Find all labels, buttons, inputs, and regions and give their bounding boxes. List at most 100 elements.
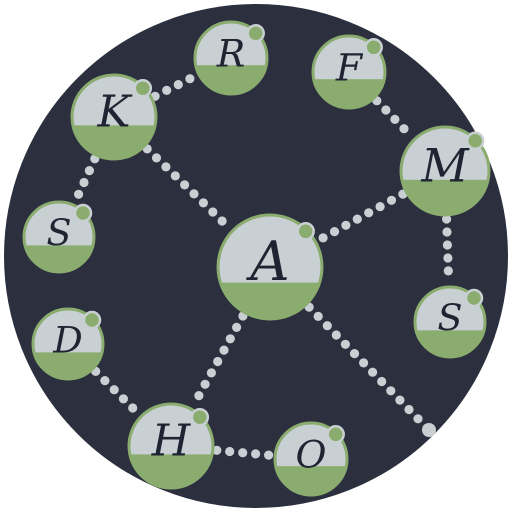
edge-dot <box>313 311 323 321</box>
edge-k-s1 <box>74 154 100 199</box>
edge-dot <box>198 198 208 208</box>
edge-dot <box>74 189 84 199</box>
edge-dot <box>208 207 218 217</box>
node-letter: S <box>437 296 462 339</box>
edge-dot <box>381 105 391 115</box>
edge-dot <box>232 322 242 332</box>
node-d[interactable]: D <box>31 307 105 381</box>
node-ring <box>273 421 349 497</box>
node-letter: H <box>151 415 192 466</box>
edge-dot <box>173 80 183 90</box>
edge-a-exit <box>304 302 436 437</box>
edge-dot <box>340 339 350 349</box>
edge-dot <box>162 85 172 95</box>
node-badge-dot <box>82 310 102 330</box>
node-letter: M <box>420 139 470 193</box>
edge-dot <box>251 449 261 459</box>
exit-dot <box>422 423 436 437</box>
edge-dot <box>185 74 195 84</box>
edge-dot <box>194 391 204 401</box>
edge-dot <box>151 153 162 163</box>
node-ring <box>31 307 105 381</box>
edge-dot <box>212 445 222 455</box>
edge-dot <box>349 349 360 359</box>
node-k[interactable]: K <box>70 73 158 161</box>
node-ring <box>216 213 324 321</box>
edge-dot <box>329 227 340 237</box>
node-ring <box>70 73 158 161</box>
edge-dot <box>318 233 328 243</box>
edge-dot <box>322 321 332 331</box>
node-ring <box>413 285 487 359</box>
node-letter: D <box>52 318 83 361</box>
edge-m-s2 <box>442 214 453 276</box>
edge-h-o <box>212 445 274 460</box>
node-badge-dot <box>364 38 383 57</box>
node-badge-dot <box>190 407 210 427</box>
edge-dot <box>225 334 235 344</box>
edge-dot <box>341 220 351 230</box>
edge-dot <box>219 345 229 355</box>
edge-dot <box>225 446 235 457</box>
edge-dot <box>399 124 409 134</box>
edge-dot <box>206 368 216 378</box>
node-letter: O <box>296 433 327 477</box>
node-badge-dot <box>133 78 153 98</box>
edge-dot <box>404 404 414 415</box>
node-m[interactable]: M <box>399 125 491 217</box>
edge-dot <box>386 195 397 205</box>
edge-dot <box>84 166 94 176</box>
edge-dot <box>331 330 341 340</box>
edge-dot <box>368 367 378 377</box>
edge-dot <box>79 177 89 188</box>
edge-dot <box>442 240 452 250</box>
edge-dot <box>200 379 210 389</box>
edge-dot <box>109 385 119 395</box>
edge-k-a <box>142 144 227 226</box>
node-f[interactable]: F <box>311 34 387 110</box>
node-ring <box>311 34 387 110</box>
node-letter: F <box>335 46 364 90</box>
node-letter: R <box>216 32 245 76</box>
edge-dot <box>100 376 110 386</box>
node-h[interactable]: H <box>127 402 215 490</box>
edge-dot <box>442 214 452 224</box>
edge-f-m <box>372 96 409 134</box>
node-ring <box>399 125 491 217</box>
edge-dot <box>213 356 223 367</box>
node-letter: K <box>97 86 134 137</box>
edge-dot <box>443 253 453 263</box>
node-s2[interactable]: S <box>413 285 487 359</box>
node-badge-dot <box>296 222 315 241</box>
edge-dot <box>264 450 274 460</box>
node-letter: S <box>46 211 71 254</box>
edge-dot <box>442 227 452 237</box>
node-o[interactable]: O <box>273 421 349 497</box>
edge-dot <box>128 403 138 413</box>
node-ring <box>127 402 215 490</box>
edge-dot <box>118 394 128 404</box>
edge-dot <box>390 114 400 124</box>
node-s1[interactable]: S <box>22 200 96 274</box>
edge-dot <box>352 214 362 224</box>
edge-dot <box>180 180 190 190</box>
edge-dot <box>359 358 369 368</box>
node-badge-dot <box>464 288 484 308</box>
edge-dot <box>443 266 453 276</box>
edge-dot <box>377 376 387 387</box>
edge-d-h <box>91 366 138 413</box>
edge-dot <box>161 162 171 172</box>
node-r[interactable]: R <box>193 20 269 96</box>
edge-dot <box>395 395 405 405</box>
node-ring <box>22 200 96 274</box>
edge-dot <box>386 386 396 396</box>
node-badge-dot <box>326 425 345 444</box>
edge-dot <box>238 448 248 458</box>
edge-dot <box>364 208 374 218</box>
node-badge-dot <box>465 131 485 151</box>
edge-dot <box>189 189 199 199</box>
edge-dot <box>217 216 227 226</box>
node-badge-dot <box>73 203 93 223</box>
node-a[interactable]: A <box>216 213 324 321</box>
